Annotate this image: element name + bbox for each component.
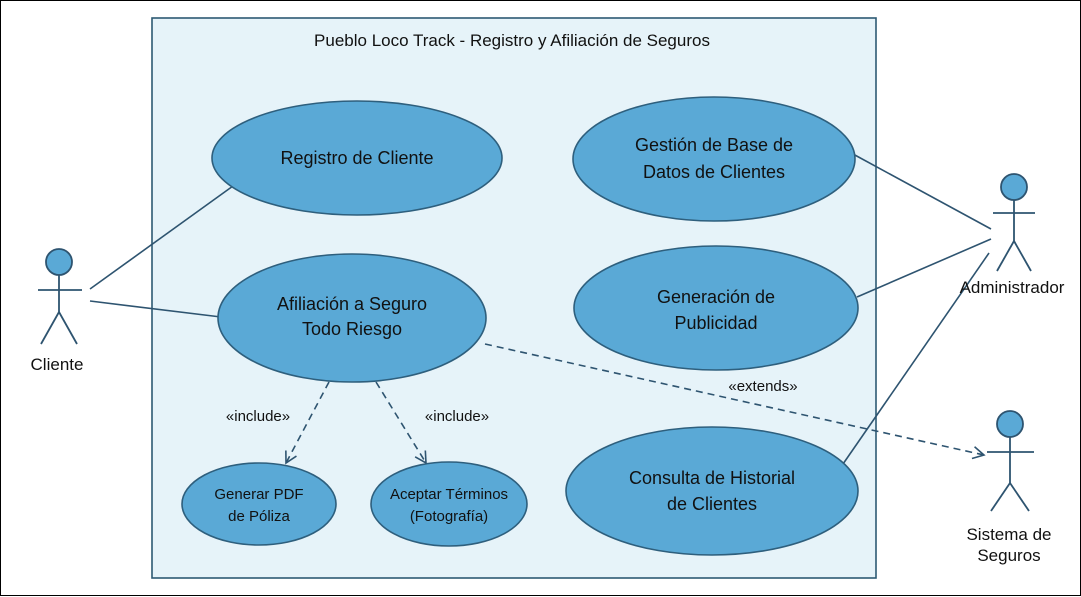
use-case-terminos-label-2: (Fotografía): [410, 508, 488, 525]
actor-sistema-seguros-label-1: Sistema de: [966, 525, 1051, 544]
actor-cliente-icon[interactable]: [38, 248, 82, 345]
use-case-terminos[interactable]: Aceptar Términos (Fotografía): [370, 461, 528, 547]
system-title: Pueblo Loco Track - Registro y Afiliació…: [314, 31, 710, 50]
extends-arrow: [484, 343, 986, 460]
use-case-registro[interactable]: Registro de Cliente: [211, 100, 503, 216]
associations: [89, 153, 992, 465]
use-case-terminos-label-1: Aceptar Términos: [390, 486, 508, 503]
actor-administrador-icon[interactable]: [993, 173, 1035, 272]
assoc-cliente-afiliacion: [89, 300, 222, 318]
use-case-publicidad-label-2: Publicidad: [674, 313, 757, 333]
assoc-cliente-registro: [89, 185, 234, 290]
include-label-1: «include»: [226, 408, 290, 425]
include-arrow-pdf: [285, 381, 330, 465]
assoc-admin-gestion: [852, 153, 992, 230]
use-case-afiliacion-label-1: Afiliación a Seguro: [277, 294, 427, 314]
use-case-pdf[interactable]: Generar PDF de Póliza: [181, 462, 337, 546]
use-case-pdf-label-1: Generar PDF: [214, 486, 303, 503]
use-case-consulta-label-2: de Clientes: [667, 494, 757, 514]
assoc-admin-consulta: [842, 252, 990, 465]
dependencies: [285, 343, 986, 465]
include-arrow-terminos: [375, 381, 427, 465]
use-case-gestion-label-2: Datos de Clientes: [643, 162, 785, 182]
use-case-publicidad-label-1: Generación de: [657, 287, 775, 307]
actor-administrador-label: Administrador: [960, 278, 1065, 297]
use-case-consulta-label-1: Consulta de Historial: [629, 468, 795, 488]
use-case-gestion-label-1: Gestión de Base de: [635, 135, 793, 155]
use-case-pdf-label-2: de Póliza: [228, 508, 290, 525]
actor-sistema-seguros-label-2: Seguros: [977, 546, 1040, 565]
actor-cliente-label: Cliente: [31, 355, 84, 374]
assoc-admin-publicidad: [856, 238, 992, 298]
use-case-publicidad[interactable]: Generación de Publicidad: [573, 245, 859, 371]
use-case-gestion[interactable]: Gestión de Base de Datos de Clientes: [572, 96, 856, 222]
use-case-consulta[interactable]: Consulta de Historial de Clientes: [565, 426, 859, 556]
use-case-afiliacion-label-2: Todo Riesgo: [302, 319, 402, 339]
use-case-afiliacion[interactable]: Afiliación a Seguro Todo Riesgo: [217, 253, 487, 383]
include-label-2: «include»: [425, 408, 489, 425]
use-case-registro-label: Registro de Cliente: [280, 148, 433, 168]
actor-sistema-seguros-icon[interactable]: [987, 410, 1034, 512]
extends-label: «extends»: [728, 378, 797, 395]
